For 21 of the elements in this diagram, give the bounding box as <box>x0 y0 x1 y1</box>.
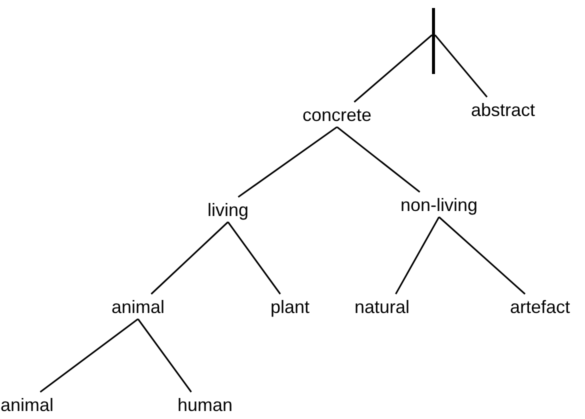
connector-line <box>434 34 488 98</box>
tree-node-label: non-living <box>400 194 478 216</box>
connector-line <box>137 318 192 392</box>
tree-node-label: concrete <box>302 104 372 126</box>
connector-line <box>395 216 440 294</box>
tree-node-label: plant <box>270 296 310 318</box>
tree-node-label: natural <box>354 296 410 318</box>
connector-line <box>438 216 526 295</box>
vertical-bar <box>432 8 435 74</box>
connector-line <box>336 126 420 193</box>
tree-node-label: animal <box>111 296 165 318</box>
tree-node-label: abstract <box>470 99 536 121</box>
tree-node-label: human <box>177 394 233 416</box>
connector-line <box>227 222 281 294</box>
tree-node-label: animal <box>0 394 54 416</box>
connector-line <box>354 34 433 103</box>
tree-node-label: artefact <box>510 296 570 318</box>
connector-line <box>40 318 138 393</box>
connector-line <box>150 221 229 295</box>
tree-node-label: living <box>207 199 249 221</box>
connector-line <box>238 126 338 198</box>
